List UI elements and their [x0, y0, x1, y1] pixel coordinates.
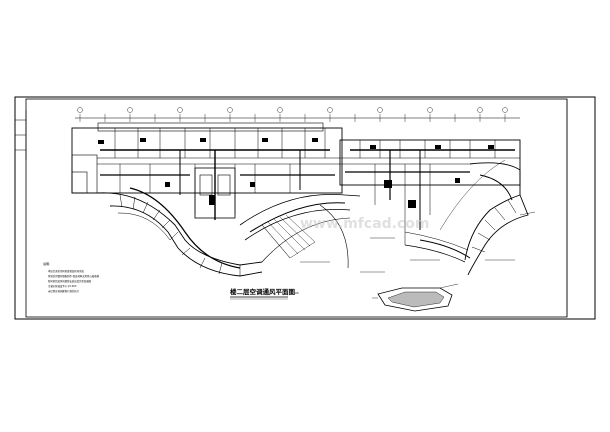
sheet-frame — [14, 96, 596, 320]
note-line: 风管采用镀锌钢板制作,保温材料采用离心玻璃棉 — [48, 274, 100, 278]
annotation-leaders — [300, 211, 536, 273]
drawing-title-block: 楼二层空调通风平面图 1:100 — [230, 287, 299, 300]
notes-block: 说明: 本层空调采用风机盘管加新风系统 风管采用镀锌钢板制作,保温材料采用离心玻… — [43, 261, 100, 293]
duct-work — [98, 138, 515, 269]
note-line: 本层空调采用风机盘管加新风系统 — [48, 269, 84, 273]
note-line: 未尽事宜按国家现行规范执行 — [48, 289, 80, 293]
drawing-scale: 1:100 — [291, 291, 299, 295]
note-line: 冷凝水管坡度不小于0.003 — [48, 284, 77, 288]
detail-inset — [372, 283, 459, 312]
note-line: 新风机组及风机盘管安装高度详见剖面图 — [48, 279, 92, 283]
floor-plan — [71, 107, 529, 277]
notes-heading: 说明: — [43, 261, 50, 266]
drawing-title: 楼二层空调通风平面图 — [230, 287, 296, 296]
watermark: www.mfcad.com — [300, 216, 430, 232]
